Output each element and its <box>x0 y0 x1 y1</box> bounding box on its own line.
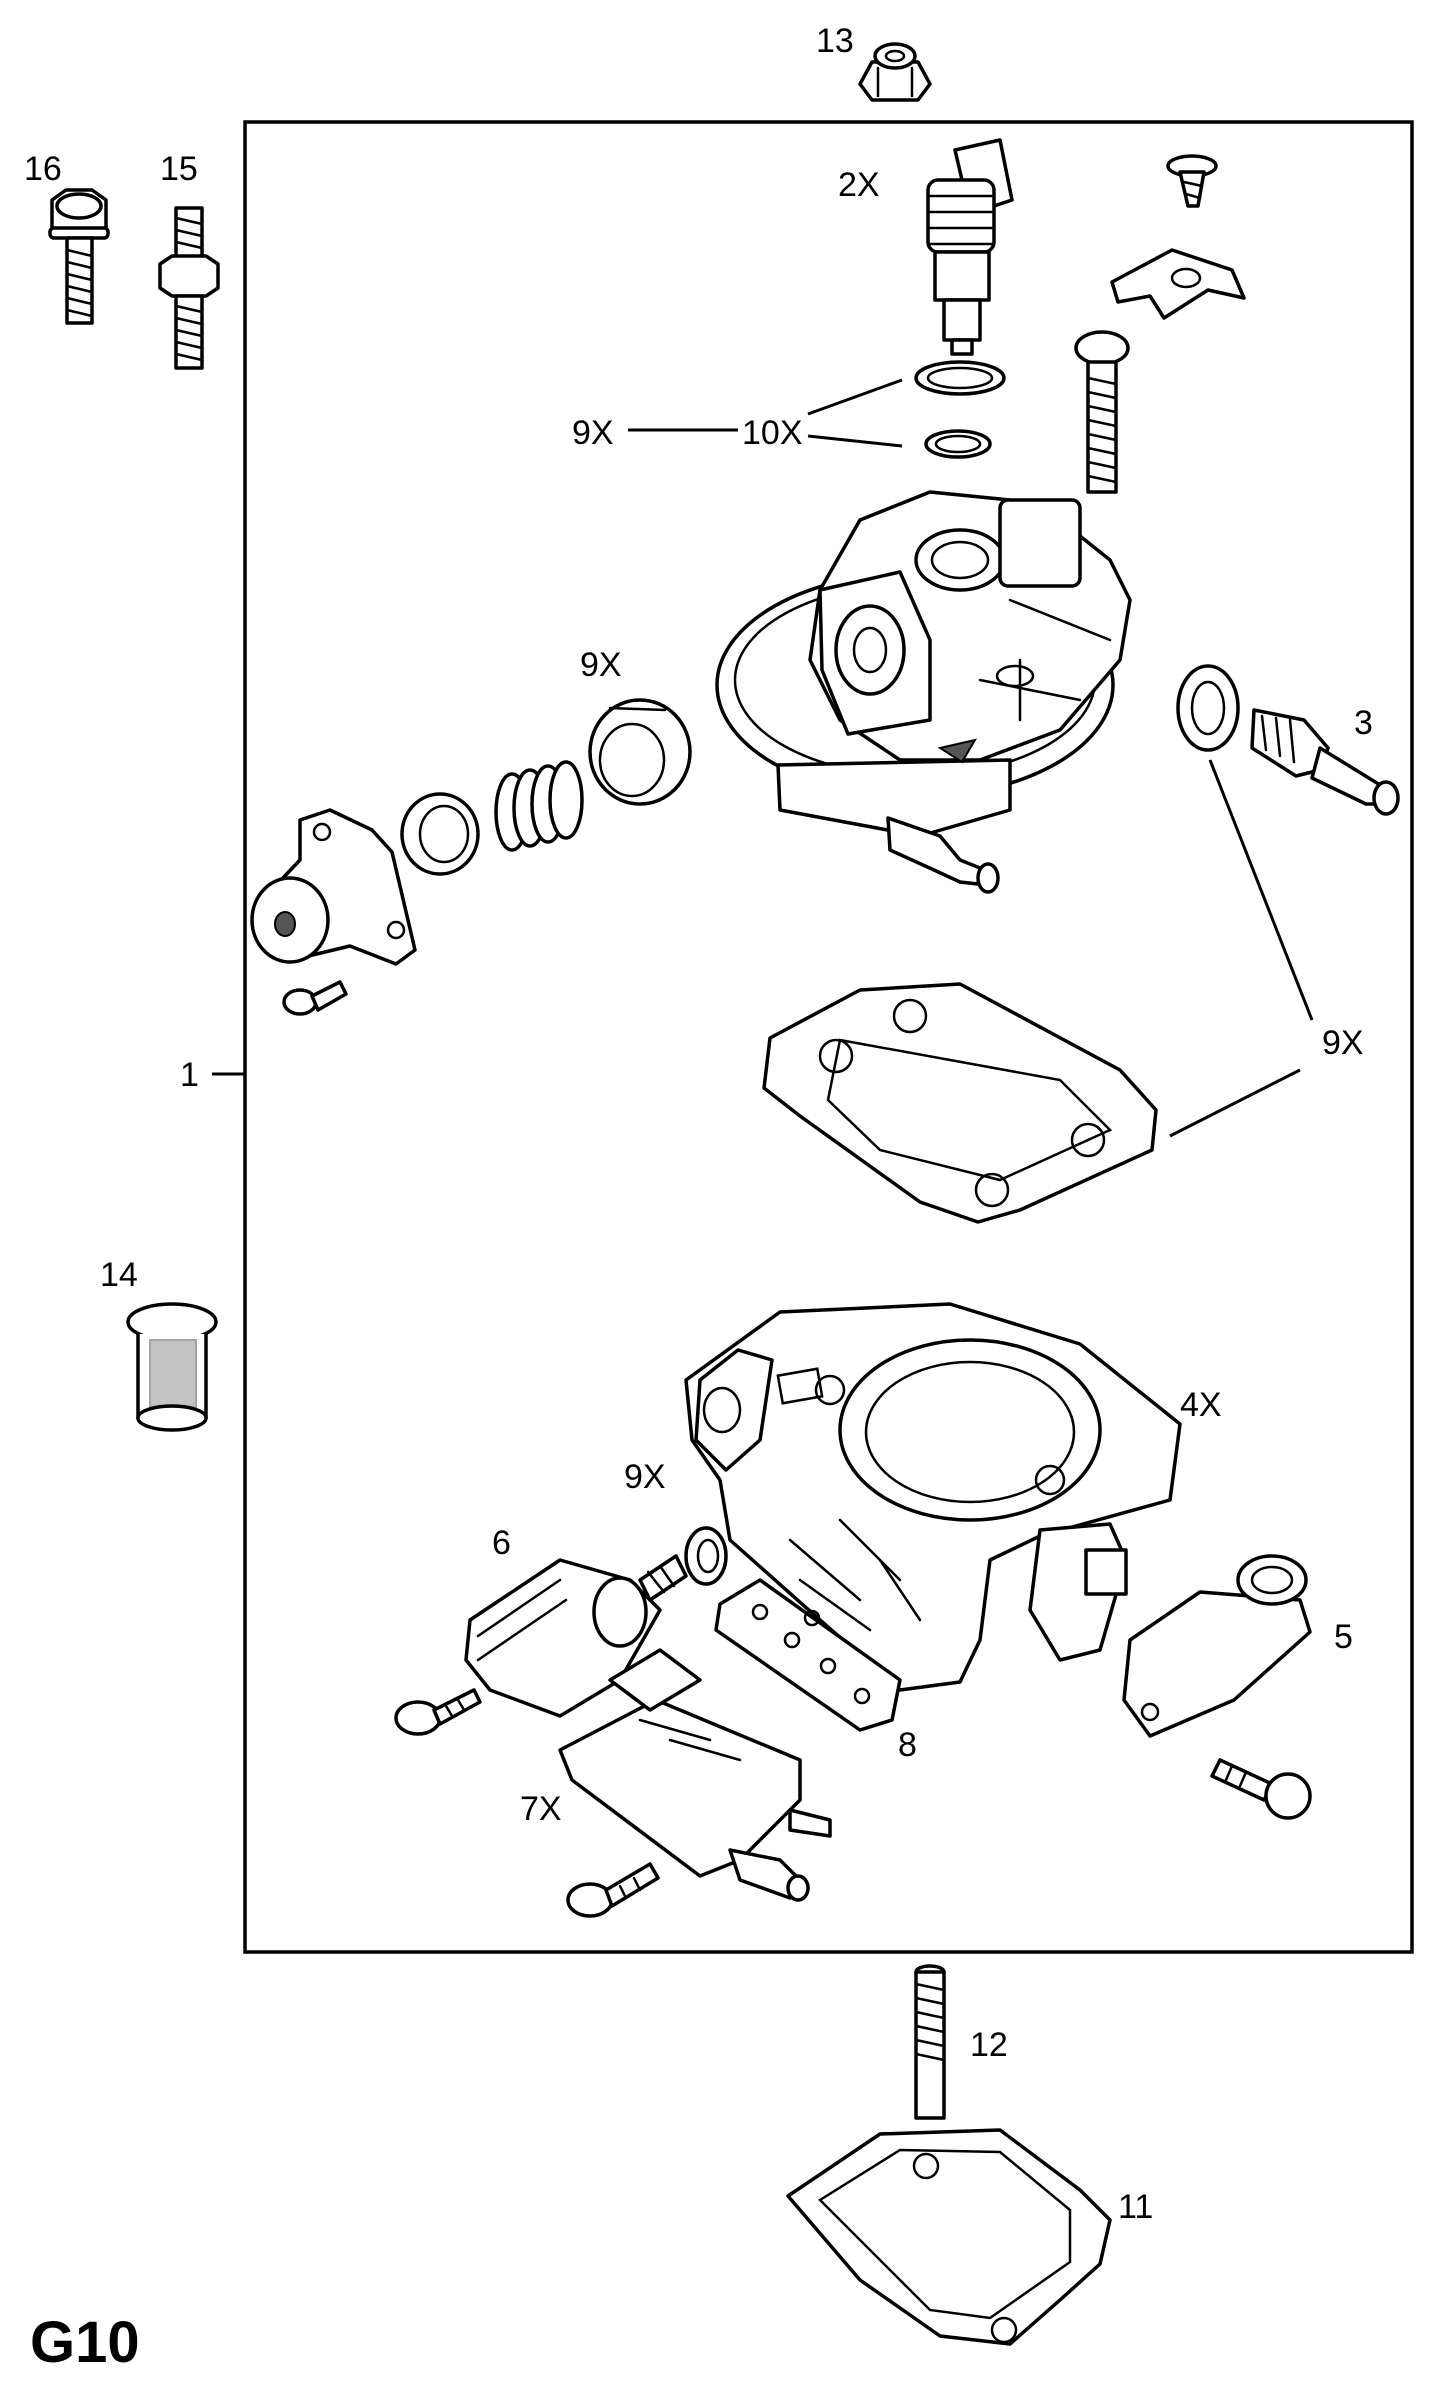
part-5-sensor <box>1122 1554 1312 1738</box>
regulator-screw <box>282 980 348 1016</box>
leader-lines <box>212 378 1314 1138</box>
label-4x: 4X <box>1180 1386 1222 1424</box>
label-9x-d: 9X <box>624 1458 666 1496</box>
diagram-code: G10 <box>30 2310 140 2375</box>
label-13: 13 <box>816 22 854 60</box>
part-6-motor <box>464 1554 688 1718</box>
seal-9x-left <box>588 698 692 806</box>
retainer-screw <box>1166 154 1218 208</box>
label-12: 12 <box>970 2026 1008 2064</box>
label-14: 14 <box>100 1256 138 1294</box>
label-5: 5 <box>1334 1618 1353 1656</box>
seal-lower <box>684 1526 728 1586</box>
labels: 13 16 15 2X 9X 10X 9X 3 9X 1 14 4X 9X 6 … <box>24 22 1373 2375</box>
part-14-cap <box>126 1302 218 1432</box>
regulator-cover <box>250 808 417 966</box>
label-2x: 2X <box>838 166 880 204</box>
part-8-gasket <box>714 1578 902 1732</box>
sensor-screw <box>566 1862 660 1918</box>
part-11-gasket <box>786 2128 1112 2346</box>
assembly-frame <box>243 120 1414 1954</box>
spring-cup <box>400 792 480 876</box>
label-10x: 10X <box>742 414 803 452</box>
upper-throttle-body <box>715 490 1132 894</box>
spring <box>494 760 584 852</box>
o-ring-upper <box>914 360 1006 396</box>
label-6: 6 <box>492 1524 511 1562</box>
label-9x-c: 9X <box>1322 1024 1364 1062</box>
label-3: 3 <box>1354 704 1373 742</box>
label-9x-b: 9X <box>580 646 622 684</box>
label-8: 8 <box>898 1726 917 1764</box>
part-13-nut <box>858 42 932 102</box>
gasket-middle <box>762 982 1158 1224</box>
motor-screw <box>394 1688 482 1736</box>
o-ring-lower <box>924 429 992 459</box>
part-2x-injector <box>926 138 1014 356</box>
part-15-stud <box>158 206 220 370</box>
seal-right <box>1176 664 1240 752</box>
label-9x-a: 9X <box>572 414 614 452</box>
label-11: 11 <box>1118 2188 1153 2226</box>
lower-throttle-body <box>684 1302 1182 1692</box>
part-16-bolt <box>48 188 110 325</box>
long-screw <box>1074 330 1130 494</box>
injector-retainer-bracket <box>1110 248 1246 320</box>
tps-screw <box>1210 1758 1312 1820</box>
part-12-stud <box>914 1964 946 2120</box>
label-7x: 7X <box>520 1790 562 1828</box>
part-7x-sensor <box>558 1648 832 1902</box>
part-3-fitting <box>1250 708 1400 816</box>
label-1: 1 <box>180 1056 199 1094</box>
label-15: 15 <box>160 150 198 188</box>
label-16: 16 <box>24 150 62 188</box>
